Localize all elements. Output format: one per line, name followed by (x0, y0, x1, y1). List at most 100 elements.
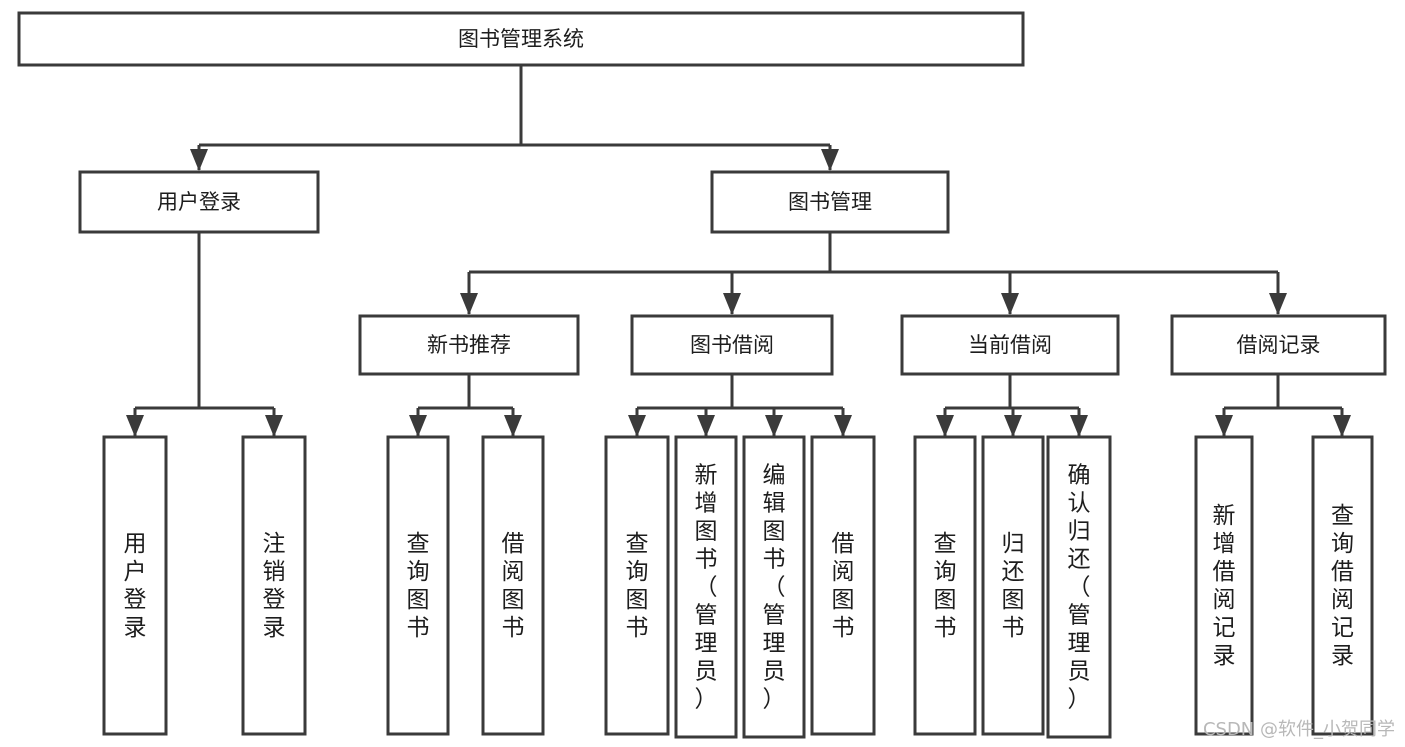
node-leaf-query-record-label-char: 询 (1331, 531, 1354, 557)
arrow-head-icon (628, 415, 646, 437)
node-leaf-query-record-label-char: 记 (1331, 615, 1354, 641)
arrow-head-icon (1001, 293, 1019, 315)
node-leaf-user-login[interactable]: 用户登录 (102, 435, 168, 736)
arrow-head-icon (697, 415, 715, 437)
node-leaf-add-book-label-char: （ (695, 574, 718, 600)
node-leaf-confirm-return-label-char: 归 (1068, 518, 1091, 544)
node-leaf-borrow-book-1-label-char: 图 (502, 587, 525, 613)
arrow-head-icon (1070, 415, 1088, 437)
arrow-head-icon (834, 415, 852, 437)
node-book-manage-label: 图书管理 (788, 190, 872, 214)
node-leaf-query-book-2-label-char: 图 (626, 587, 649, 613)
node-leaf-confirm-return-label-char: 理 (1068, 630, 1091, 656)
node-leaf-query-book-1-label-char: 询 (407, 559, 430, 585)
node-leaf-query-book-1-label-char: 图 (407, 587, 430, 613)
arrow-head-icon (190, 149, 208, 171)
node-leaf-edit-book-label-char: 管 (763, 602, 786, 628)
node-leaf-add-book-box[interactable] (674, 435, 738, 739)
node-leaf-query-record-label-char: 录 (1331, 643, 1354, 669)
node-new-book-recommend[interactable]: 新书推荐 (358, 314, 580, 376)
node-leaf-borrow-book-2-box[interactable] (810, 435, 876, 736)
node-leaf-user-login-box[interactable] (102, 435, 168, 736)
arrow-head-icon (723, 293, 741, 315)
node-leaf-query-book-2-label-char: 书 (626, 615, 649, 641)
node-leaf-add-book-label-char: 书 (695, 546, 718, 572)
node-leaf-edit-book-box[interactable] (742, 435, 806, 739)
node-leaf-user-login-label-char: 用 (124, 531, 147, 557)
node-book-manage[interactable]: 图书管理 (710, 170, 950, 234)
node-leaf-add-book-label-char: 新 (695, 462, 718, 488)
node-leaf-query-book-3-label-char: 图 (934, 587, 957, 613)
node-leaf-borrow-book-1-label-char: 阅 (502, 559, 525, 585)
arrow-head-icon (409, 415, 427, 437)
node-leaf-query-book-3-box[interactable] (913, 435, 977, 736)
node-leaf-query-book-3-label-char: 询 (934, 559, 957, 585)
node-leaf-confirm-return-box[interactable] (1046, 435, 1112, 739)
node-leaf-query-book-2-label-char: 查 (626, 531, 649, 557)
node-leaf-logout-box[interactable] (241, 435, 307, 736)
node-leaf-add-record-label-char: 记 (1213, 615, 1236, 641)
node-book-manage-box[interactable] (710, 170, 950, 234)
node-leaf-return-book-box[interactable] (981, 435, 1045, 736)
node-user-login-box[interactable] (78, 170, 320, 234)
node-current-borrow[interactable]: 当前借阅 (900, 314, 1120, 376)
node-leaf-borrow-book-1-box[interactable] (481, 435, 545, 736)
node-leaf-borrow-book-1-label-char: 借 (502, 531, 525, 557)
node-leaf-query-record-label-char: 阅 (1331, 587, 1354, 613)
arrow-head-icon (460, 293, 478, 315)
node-leaf-add-record-label-char: 新 (1213, 503, 1236, 529)
arrow-head-icon (1269, 293, 1287, 315)
node-leaf-user-login-label-char: 录 (124, 615, 147, 641)
node-book-borrow[interactable]: 图书借阅 (630, 314, 834, 376)
arrow-head-icon (265, 415, 283, 437)
node-leaf-add-book-label-char: ） (695, 686, 718, 712)
node-leaf-confirm-return-label-char: 还 (1068, 546, 1091, 572)
arrow-head-icon (765, 415, 783, 437)
node-new-book-recommend-box[interactable] (358, 314, 580, 376)
arrow-head-icon (1004, 415, 1022, 437)
node-current-borrow-box[interactable] (900, 314, 1120, 376)
node-leaf-borrow-book-2-label-char: 图 (832, 587, 855, 613)
node-leaf-add-book-label-char: 图 (695, 518, 718, 544)
arrow-head-icon (821, 149, 839, 171)
node-root-box[interactable] (17, 11, 1025, 67)
node-leaf-query-record-label-char: 借 (1331, 559, 1354, 585)
node-borrow-record[interactable]: 借阅记录 (1170, 314, 1387, 376)
node-leaf-query-book-1-box[interactable] (386, 435, 450, 736)
node-leaf-query-book-2-box[interactable] (604, 435, 670, 736)
node-leaf-edit-book-label-char: 图 (763, 518, 786, 544)
node-root-label: 图书管理系统 (458, 27, 584, 51)
node-leaf-confirm-return-label-char: 管 (1068, 602, 1091, 628)
node-borrow-record-box[interactable] (1170, 314, 1387, 376)
node-leaf-confirm-return-label-char: （ (1068, 574, 1091, 600)
node-leaf-logout-label-char: 录 (263, 615, 286, 641)
arrow-head-icon (936, 415, 954, 437)
node-root[interactable]: 图书管理系统 (17, 11, 1025, 67)
node-leaf-edit-book-label-char: （ (763, 574, 786, 600)
node-book-borrow-box[interactable] (630, 314, 834, 376)
node-leaf-edit-book-label-char: 员 (763, 658, 786, 684)
node-leaf-logout-label-char: 注 (263, 531, 286, 557)
node-user-login[interactable]: 用户登录 (78, 170, 320, 234)
node-leaf-add-record-box[interactable] (1194, 435, 1254, 736)
node-leaf-confirm-return-label-char: 员 (1068, 658, 1091, 684)
node-leaf-edit-book-label-char: 理 (763, 630, 786, 656)
node-leaf-return-book-label-char: 归 (1002, 531, 1025, 557)
arrow-head-icon (1333, 415, 1351, 437)
node-leaf-confirm-return-label-char: 认 (1068, 490, 1091, 516)
node-leaf-query-record-box[interactable] (1311, 435, 1374, 736)
arrow-head-icon (126, 415, 144, 437)
